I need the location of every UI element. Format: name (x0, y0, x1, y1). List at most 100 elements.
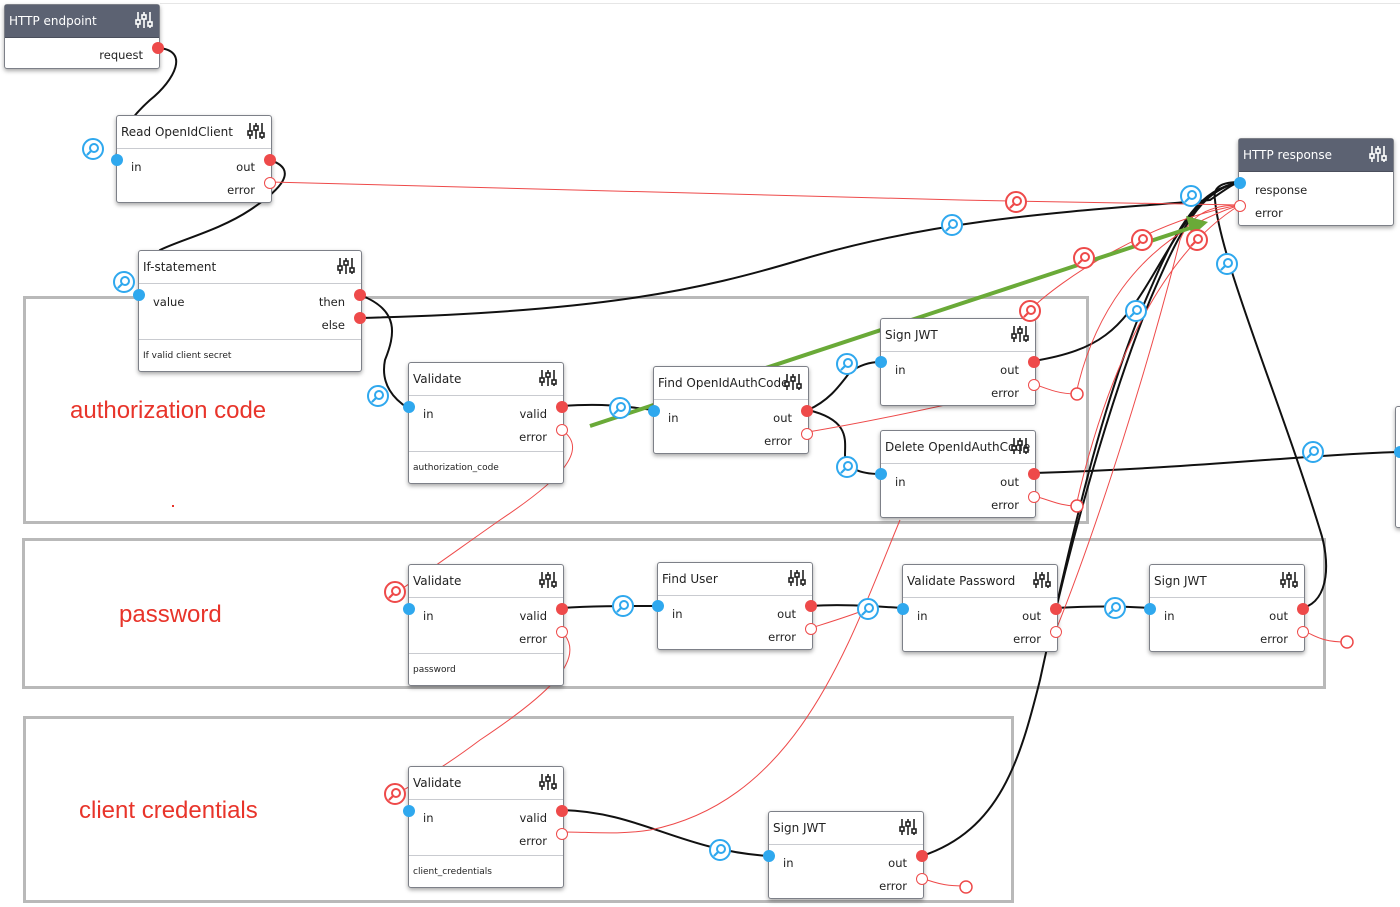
node-find-user[interactable]: Find User in out error (657, 562, 813, 650)
magnifier-icon[interactable] (113, 271, 135, 293)
magnifier-icon[interactable] (1104, 597, 1126, 619)
port-valid[interactable] (556, 805, 568, 817)
port-error[interactable] (1050, 626, 1062, 638)
error-wire-to-response-3 (1075, 204, 1241, 507)
port-out[interactable] (1028, 468, 1040, 480)
port-error[interactable] (916, 873, 928, 885)
magnifier-icon[interactable] (384, 581, 406, 603)
node-validate-authorization-code[interactable]: Validate in valid error authorization_co… (408, 362, 564, 484)
magnifier-icon[interactable] (709, 839, 731, 861)
port-else[interactable] (354, 312, 366, 324)
port-out[interactable] (805, 600, 817, 612)
magnifier-icon[interactable] (836, 456, 858, 478)
node-sign-jwt-client-credentials[interactable]: Sign JWT in out error (768, 811, 924, 899)
port-error[interactable] (1028, 491, 1040, 503)
sliders-icon[interactable] (899, 818, 917, 836)
node-sign-jwt-password[interactable]: Sign JWT in out error (1149, 564, 1305, 652)
port-valid[interactable] (556, 401, 568, 413)
port-error[interactable] (264, 177, 276, 189)
sliders-icon[interactable] (1011, 325, 1029, 343)
magnifier-icon[interactable] (1019, 300, 1041, 322)
note-separator (139, 339, 361, 340)
port-error[interactable] (1234, 200, 1246, 212)
port-in[interactable] (403, 401, 415, 413)
port-error[interactable] (805, 623, 817, 635)
port-error[interactable] (556, 828, 568, 840)
magnifier-icon[interactable] (941, 214, 963, 236)
sliders-icon[interactable] (135, 11, 153, 29)
port-out[interactable] (1297, 603, 1309, 615)
node-offscreen-partial[interactable] (1395, 406, 1400, 528)
port-in[interactable] (403, 603, 415, 615)
sliders-icon[interactable] (1033, 571, 1051, 589)
magnifier-icon[interactable] (857, 598, 879, 620)
sliders-icon[interactable] (539, 773, 557, 791)
port-in[interactable] (1144, 603, 1156, 615)
port-in[interactable] (875, 356, 887, 368)
node-sign-jwt-authorization[interactable]: Sign JWT in out error (880, 318, 1036, 406)
port-request[interactable] (152, 42, 164, 54)
port-in[interactable] (648, 405, 660, 417)
wire-validatepw-to-sign2 (1055, 605, 1151, 609)
group-authorization-code (23, 296, 1089, 524)
magnifier-icon[interactable] (836, 353, 858, 375)
port-out[interactable] (916, 850, 928, 862)
port-in[interactable] (1394, 446, 1400, 458)
sliders-icon[interactable] (539, 369, 557, 387)
node-http-endpoint[interactable]: HTTP endpoint request (4, 4, 160, 69)
node-title: Find OpenIdAuthCode (658, 376, 789, 390)
port-out[interactable] (1050, 603, 1062, 615)
magnifier-icon[interactable] (1131, 229, 1153, 251)
port-valid[interactable] (556, 603, 568, 615)
sliders-icon[interactable] (1011, 437, 1029, 455)
node-validate-password-grant[interactable]: Validate in valid error password (408, 564, 564, 686)
sliders-icon[interactable] (247, 122, 265, 140)
port-error[interactable] (1028, 379, 1040, 391)
port-label-in: in (895, 363, 906, 377)
port-error[interactable] (801, 428, 813, 440)
port-out[interactable] (264, 154, 276, 166)
magnifier-icon[interactable] (609, 397, 631, 419)
port-error[interactable] (556, 424, 568, 436)
sliders-icon[interactable] (539, 571, 557, 589)
magnifier-icon[interactable] (1302, 441, 1324, 463)
sliders-icon[interactable] (337, 257, 355, 275)
port-error[interactable] (1297, 626, 1309, 638)
magnifier-icon[interactable] (1073, 247, 1095, 269)
magnifier-icon[interactable] (1005, 191, 1027, 213)
port-label-out: out (777, 607, 796, 621)
port-in[interactable] (875, 468, 887, 480)
node-read-openidclient[interactable]: Read OpenIdClient in out error (116, 115, 272, 203)
sliders-icon[interactable] (788, 569, 806, 587)
node-validate-client-credentials[interactable]: Validate in valid error client_credentia… (408, 766, 564, 888)
port-in[interactable] (403, 805, 415, 817)
port-in[interactable] (111, 154, 123, 166)
port-in[interactable] (763, 850, 775, 862)
port-value[interactable] (133, 289, 145, 301)
port-response[interactable] (1234, 177, 1246, 189)
port-in[interactable] (897, 603, 909, 615)
node-validate-password[interactable]: Validate Password in out error (902, 564, 1058, 652)
sliders-icon[interactable] (1280, 571, 1298, 589)
port-out[interactable] (801, 405, 813, 417)
sliders-icon[interactable] (1369, 145, 1387, 163)
node-http-response[interactable]: HTTP response response error (1238, 138, 1394, 226)
node-find-openidauthcode[interactable]: Find OpenIdAuthCode in out error (653, 366, 809, 454)
magnifier-icon[interactable] (367, 385, 389, 407)
port-then[interactable] (354, 289, 366, 301)
magnifier-icon[interactable] (612, 595, 634, 617)
magnifier-icon[interactable] (1125, 300, 1147, 322)
port-error[interactable] (556, 626, 568, 638)
magnifier-icon[interactable] (1180, 185, 1202, 207)
node-delete-openidauthcode[interactable]: Delete OpenIdAuthCode in out error (880, 430, 1036, 518)
port-out[interactable] (1028, 356, 1040, 368)
magnifier-icon[interactable] (384, 783, 406, 805)
magnifier-icon[interactable] (1186, 229, 1208, 251)
node-title: HTTP endpoint (9, 14, 97, 28)
port-in[interactable] (652, 600, 664, 612)
sliders-icon[interactable] (784, 373, 802, 391)
node-if-statement[interactable]: If-statement value then else If valid cl… (138, 250, 362, 372)
magnifier-icon[interactable] (82, 138, 104, 160)
port-label-in: in (668, 411, 679, 425)
magnifier-icon[interactable] (1216, 253, 1238, 275)
